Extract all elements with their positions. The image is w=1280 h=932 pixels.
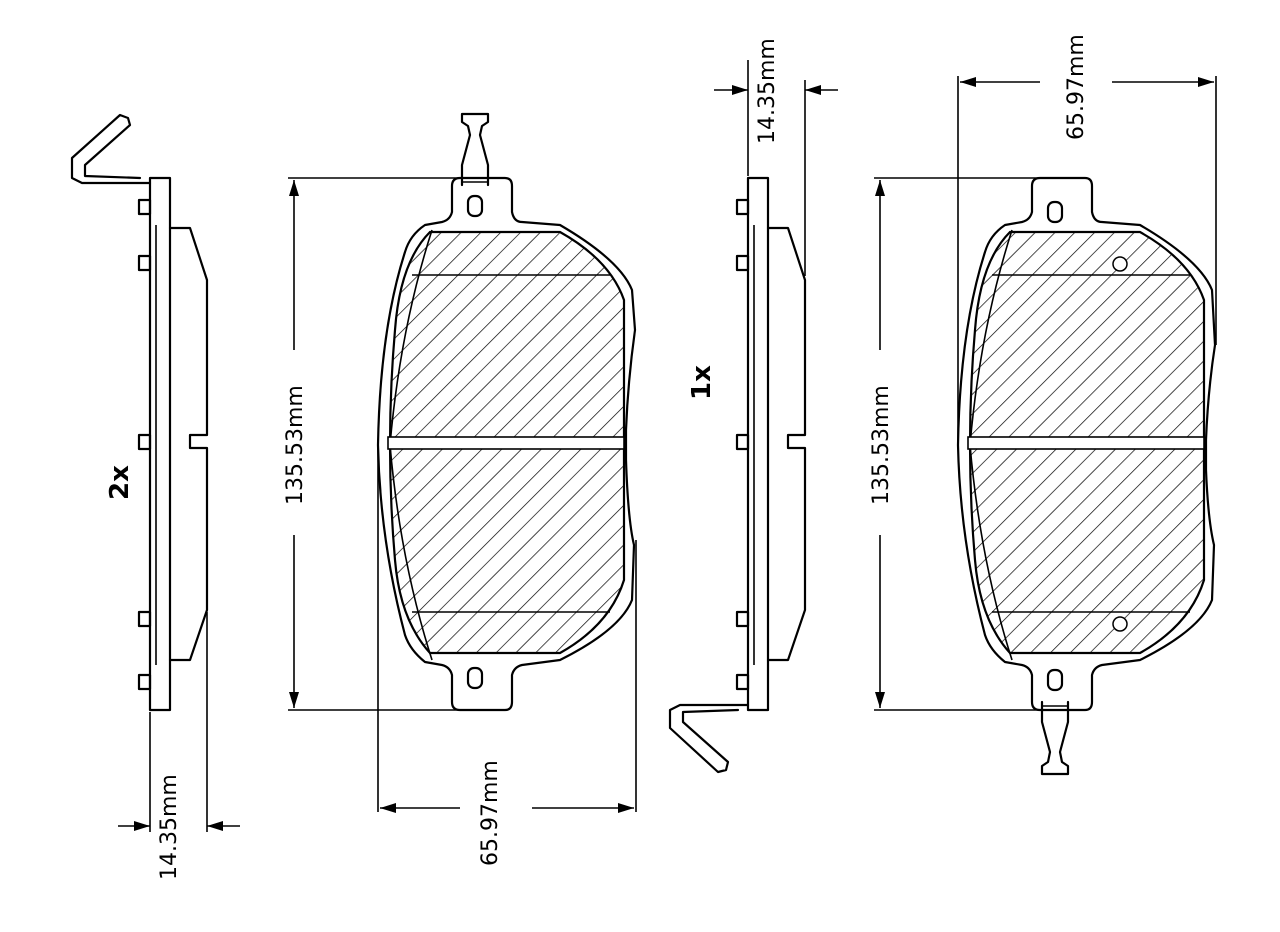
right-tab-4 bbox=[735, 610, 750, 628]
left-tab-1 bbox=[137, 198, 152, 216]
left-height-dimension: 135.53mm bbox=[283, 177, 460, 711]
left-backing-plate bbox=[148, 176, 172, 712]
right-pad-face bbox=[956, 176, 1217, 776]
right-backing-plate bbox=[746, 176, 770, 712]
left-friction-profile bbox=[168, 226, 209, 662]
right-ear-hole-top bbox=[1046, 200, 1064, 224]
right-tab-5 bbox=[735, 673, 750, 691]
left-side-profile bbox=[70, 113, 209, 712]
right-ear-hole-bottom bbox=[1046, 668, 1064, 692]
right-height-text: 135.53mm bbox=[869, 385, 894, 505]
right-tab-2 bbox=[735, 254, 750, 272]
left-tab-5 bbox=[137, 673, 152, 691]
right-width-text: 65.97mm bbox=[1064, 34, 1089, 140]
left-tab-2 bbox=[137, 254, 152, 272]
right-tab-1 bbox=[735, 198, 750, 216]
right-wear-clip bbox=[668, 703, 750, 774]
left-width-dimension: 65.97mm bbox=[377, 440, 637, 866]
right-center-slot bbox=[967, 436, 1205, 450]
left-pad-face bbox=[376, 112, 637, 712]
right-height-dimension: 135.53mm bbox=[869, 177, 1040, 711]
right-pad-dimple-top bbox=[1112, 256, 1128, 272]
right-side-profile bbox=[668, 176, 807, 774]
left-thickness-dimension: 14.35mm bbox=[118, 612, 240, 880]
left-height-text: 135.53mm bbox=[283, 385, 308, 505]
left-backing-outline bbox=[376, 176, 637, 712]
left-ear-hole-bottom bbox=[466, 666, 484, 690]
left-center-slot bbox=[387, 436, 625, 450]
right-friction-profile bbox=[766, 226, 807, 662]
right-quantity-label: 1x bbox=[687, 365, 717, 400]
left-quantity-label: 2x bbox=[105, 465, 135, 500]
left-ear-hole-top bbox=[466, 194, 484, 218]
right-width-dimension: 65.97mm bbox=[957, 34, 1217, 445]
right-tab-3 bbox=[735, 433, 750, 451]
right-thickness-dimension: 14.35mm bbox=[714, 38, 838, 276]
left-tab-4 bbox=[137, 610, 152, 628]
left-thickness-text: 14.35mm bbox=[157, 774, 182, 880]
left-width-text: 65.97mm bbox=[478, 760, 503, 866]
right-wear-sensor bbox=[1040, 700, 1070, 776]
right-pad-dimple-bottom bbox=[1112, 616, 1128, 632]
right-thickness-text: 14.35mm bbox=[755, 38, 780, 144]
left-wear-sensor bbox=[460, 112, 490, 187]
left-wear-clip bbox=[70, 113, 152, 185]
left-tab-3 bbox=[137, 433, 152, 451]
